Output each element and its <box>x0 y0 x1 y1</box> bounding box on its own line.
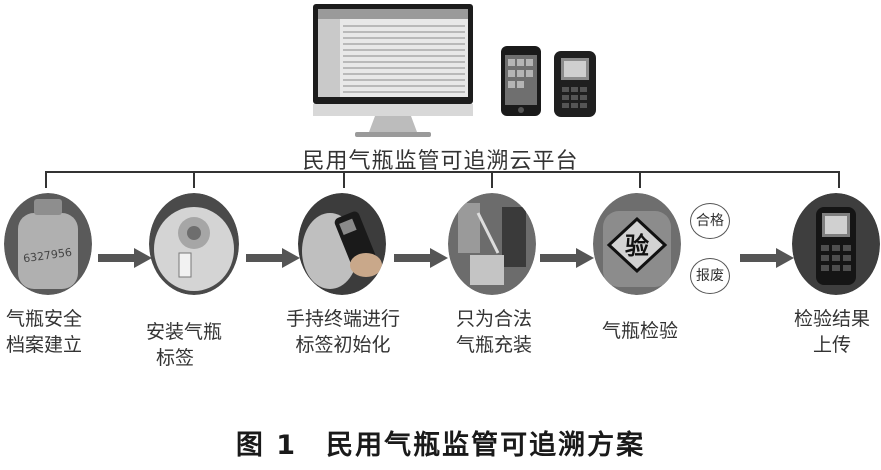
desktop-monitor-icon <box>313 4 473 137</box>
connector-tick <box>838 171 840 188</box>
step-label-line: 标签初始化 <box>295 334 391 356</box>
smartphone-icon <box>501 46 541 116</box>
inspection-stamp-text: 验 <box>625 232 649 260</box>
step-label-inspection: 气瓶检验 <box>586 318 694 344</box>
connector-tick <box>193 171 195 188</box>
step-label-line: 档案建立 <box>5 334 82 356</box>
step-label-line: 气瓶检验 <box>601 320 678 342</box>
platform-title: 民用气瓶监管可追溯云平台 <box>302 149 579 174</box>
connector-tick <box>343 171 345 188</box>
flow-arrow-icon <box>98 248 152 268</box>
step-label-upload: 检验结果 上传 <box>778 306 881 358</box>
step-label-filling: 只为合法 气瓶充装 <box>440 306 548 358</box>
inspection-photo: 验 <box>593 193 681 295</box>
flow-arrow-icon <box>246 248 300 268</box>
step-label-install-tag: 安装气瓶 标签 <box>130 319 238 371</box>
result-pass-badge: 合格 <box>690 203 730 239</box>
flow-arrow-icon <box>540 248 594 268</box>
step-label-line: 气瓶安全 <box>5 308 82 330</box>
result-upload-photo <box>792 193 880 295</box>
result-scrap-badge: 报废 <box>690 258 730 294</box>
step-label-line: 手持终端进行 <box>285 308 400 330</box>
flow-arrow-icon <box>394 248 448 268</box>
figure-caption: 图 1 民用气瓶监管可追溯方案 <box>235 430 646 461</box>
handheld-init-photo <box>298 193 386 295</box>
gas-cylinder-photo: 6327956 <box>4 193 92 295</box>
step-label-archive: 气瓶安全 档案建立 <box>0 306 98 358</box>
cylinder-tag-photo <box>149 193 239 295</box>
connector-tick <box>639 171 641 188</box>
step-label-line: 气瓶充装 <box>455 334 532 356</box>
step-label-line: 安装气瓶 <box>145 321 222 343</box>
connector-tick <box>45 171 47 188</box>
flow-arrow-icon <box>740 248 794 268</box>
step-label-init: 手持终端进行 标签初始化 <box>268 306 418 358</box>
step-label-line: 检验结果 <box>793 308 870 330</box>
step-label-line: 只为合法 <box>455 308 532 330</box>
step-label-line: 标签 <box>156 347 195 369</box>
step-label-line: 上传 <box>812 334 851 356</box>
platform-connector-line <box>45 171 840 173</box>
connector-tick <box>491 171 493 188</box>
filling-station-photo <box>448 193 536 295</box>
handheld-terminal-icon <box>554 51 596 117</box>
